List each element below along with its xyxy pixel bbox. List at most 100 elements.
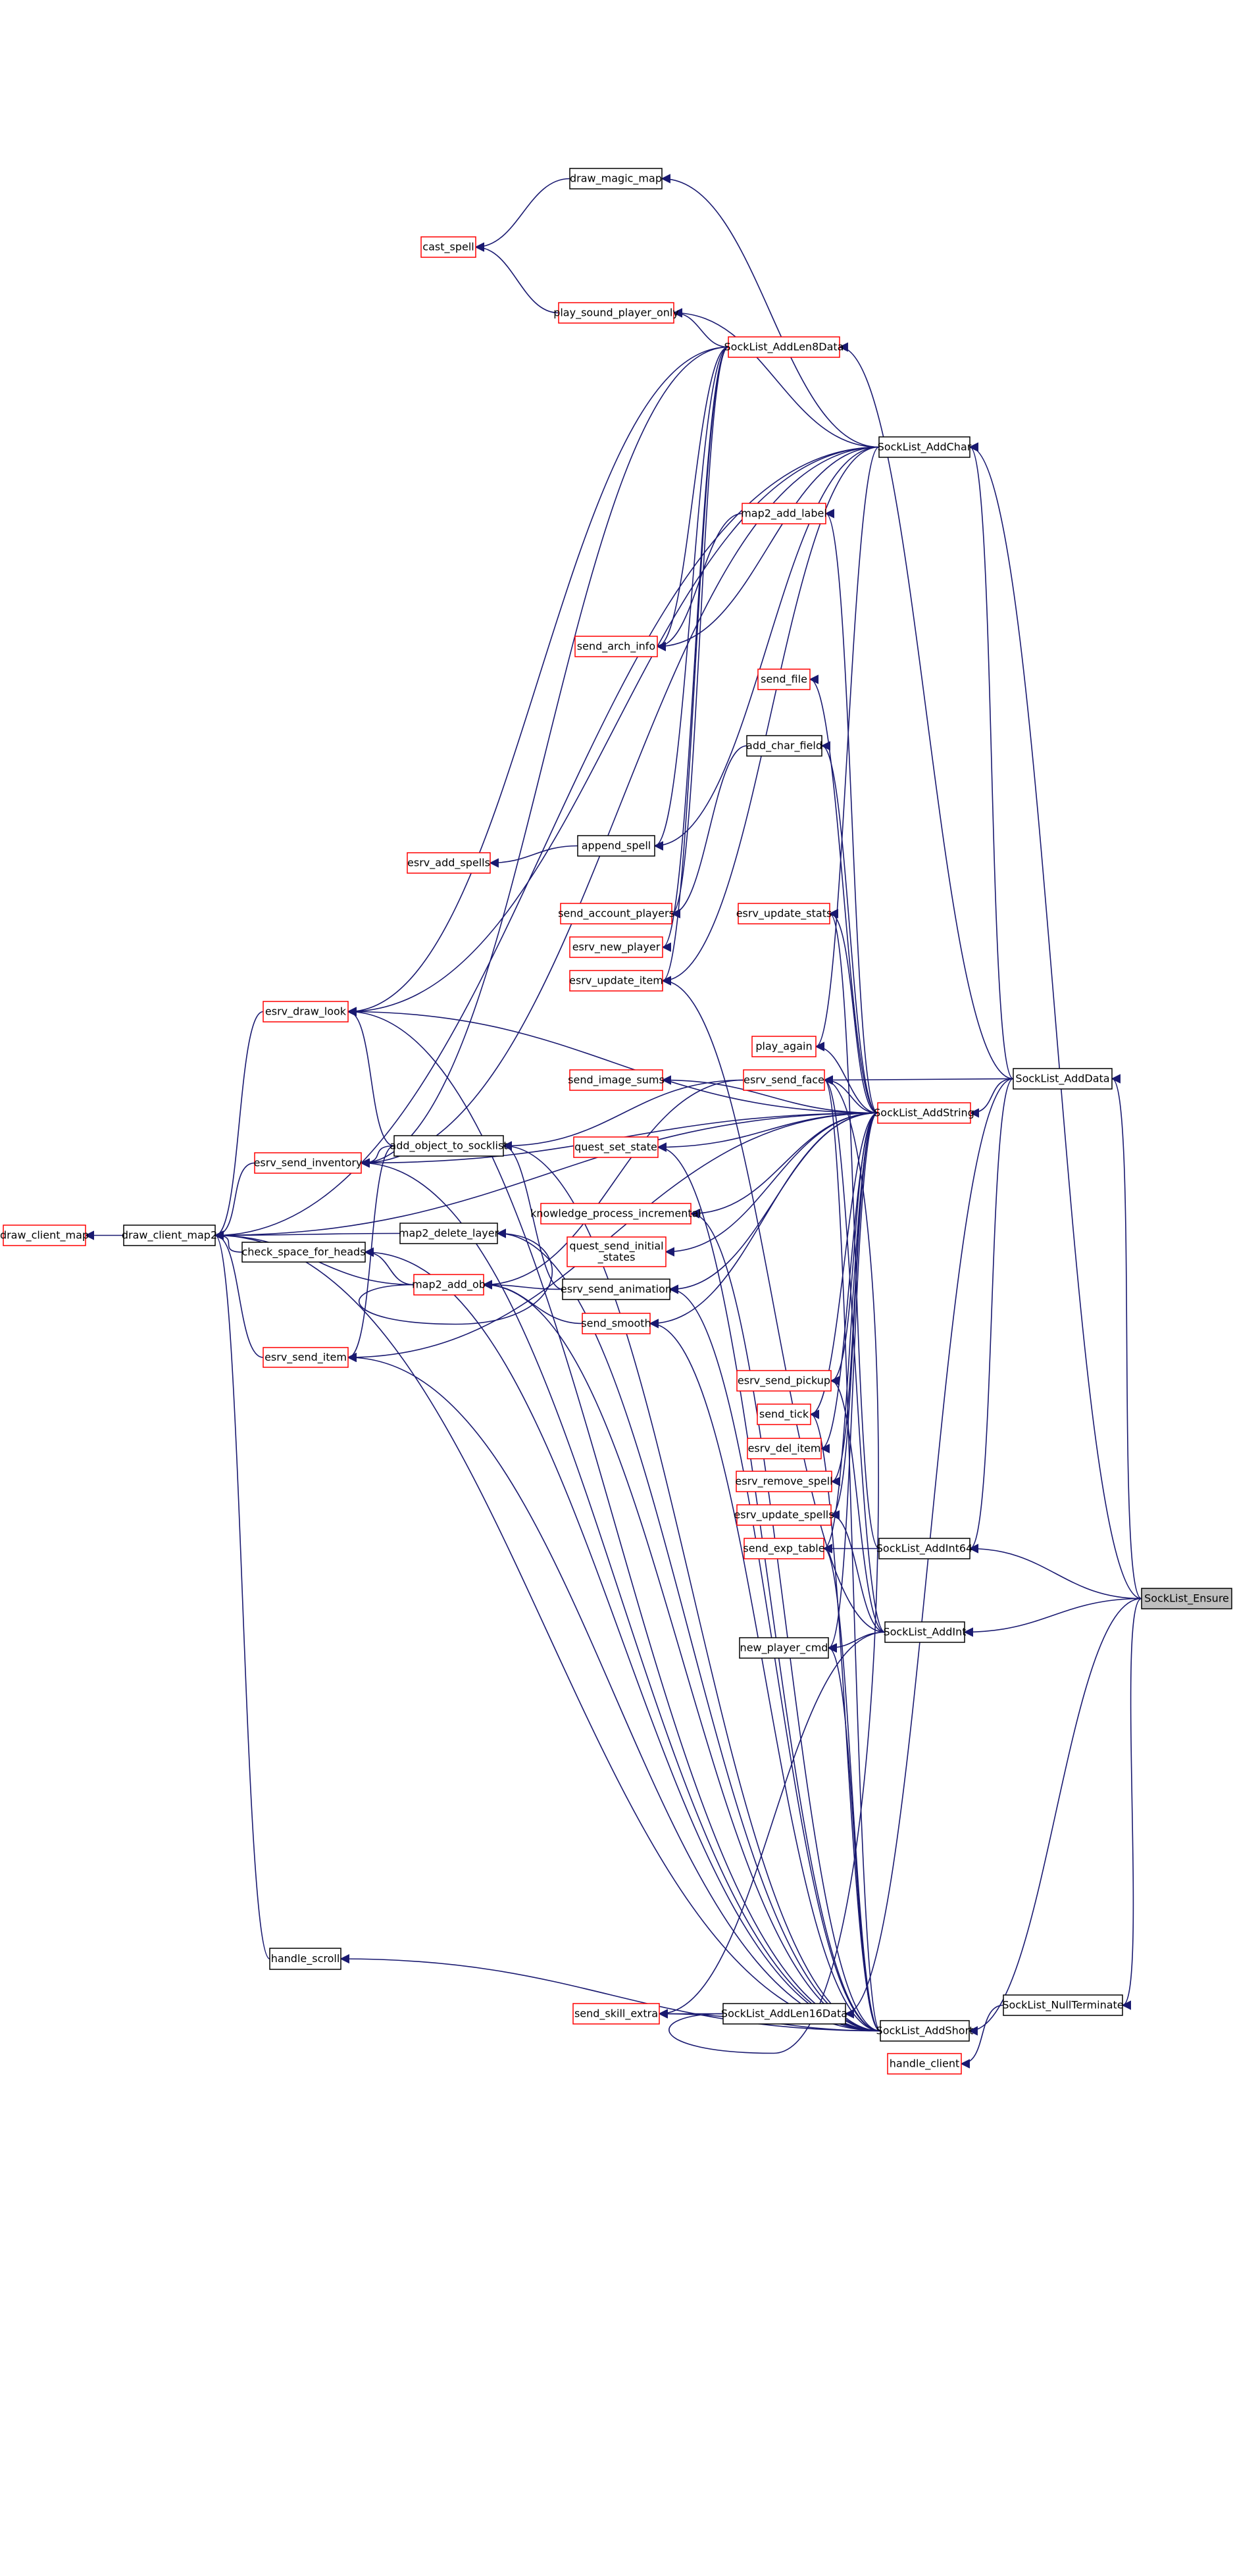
edge-SockList_AddData-to-SockList_AddLen8Data [838, 342, 1014, 1080]
edge-SockList_AddLen8Data-to-esrv_send_inventory [360, 346, 729, 1168]
edge-SockList_AddString-to-quest_set_state [657, 1112, 878, 1152]
node-send_file[interactable]: send_file [757, 669, 811, 690]
node-label: play_again [755, 1040, 812, 1053]
edge-SockList_Ensure-to-SockList_AddInt64 [969, 1544, 1142, 1600]
edge-SockList_AddLen8Data-to-play_sound_player_only [672, 308, 729, 348]
node-send_account_players[interactable]: send_account_players [558, 903, 674, 924]
node-box [757, 669, 811, 690]
node-SockList_AddString[interactable]: SockList_AddString [874, 1102, 974, 1124]
edge-SockList_AddString-to-esrv_remove_spell [830, 1112, 878, 1486]
node-esrv_update_stats[interactable]: esrv_update_stats [736, 903, 832, 924]
node-label: esrv_draw_look [265, 1005, 347, 1019]
node-send_skill_extra[interactable]: send_skill_extra [572, 2003, 660, 2025]
node-label: draw_client_map [0, 1229, 89, 1242]
node-SockList_AddLen8Data[interactable]: SockList_AddLen8Data [724, 336, 844, 358]
edge-SockList_AddShort-to-new_player_cmd [827, 1643, 881, 2032]
node-handle_client[interactable]: handle_client [887, 2053, 962, 2075]
node-box [540, 1203, 692, 1225]
node-label: esrv_send_face [744, 1074, 824, 1087]
node-map2_add_label[interactable]: map2_add_label [741, 503, 827, 524]
node-label: quest_set_state [574, 1141, 657, 1154]
edge-SockList_Ensure-to-SockList_AddData [1111, 1074, 1142, 1600]
node-label: SockList_AddData [1015, 1073, 1109, 1086]
edge-SockList_AddLen8Data-to-append_spell [653, 346, 729, 851]
node-send_exp_table[interactable]: send_exp_table [743, 1538, 825, 1559]
node-box [738, 903, 830, 924]
node-box [743, 1069, 825, 1091]
node-cast_spell[interactable]: cast_spell [420, 236, 476, 258]
node-box [878, 436, 970, 458]
edge-map2_add_label-to-send_arch_info [656, 513, 743, 651]
node-quest_set_state[interactable]: quest_set_state [573, 1136, 659, 1158]
node-send_smooth[interactable]: send_smooth [581, 1313, 651, 1334]
edge-SockList_AddShort-to-map2_add_ob [482, 1280, 881, 2032]
edge-SockList_AddShort-to-esrv_send_animation [668, 1284, 881, 2032]
edge-map2_add_ob-to-check_space_for_heads [364, 1247, 415, 1286]
edge-SockList_AddShort-to-esrv_send_inventory [360, 1158, 881, 2032]
edge-esrv_draw_look-to-draw_client_map2 [214, 1011, 264, 1240]
edge-SockList_AddLen8Data-to-esrv_update_item [661, 346, 729, 986]
edge-SockList_AddShort-to-check_space_for_heads [364, 1247, 881, 2032]
node-box [254, 1152, 362, 1174]
node-box [574, 636, 658, 657]
node-label: SockList_NullTerminate [1002, 1999, 1123, 2012]
node-label: check_space_for_heads [241, 1246, 365, 1259]
node-label: draw_magic_map [570, 172, 662, 186]
edge-SockList_Ensure-to-SockList_AddChar [969, 442, 1142, 1600]
node-send_tick[interactable]: send_tick [757, 1403, 811, 1425]
edge-SockList_AddLen8Data-to-send_arch_info [656, 346, 729, 651]
node-label: play_sound_player_only [553, 307, 679, 320]
edge-esrv_send_animation-to-map2_add_ob [482, 1280, 563, 1290]
node-label: handle_client [890, 2058, 959, 2071]
node-send_image_sums[interactable]: send_image_sums [568, 1069, 665, 1091]
node-esrv_send_inventory[interactable]: esrv_send_inventory [254, 1152, 363, 1174]
edge-SockList_AddData-to-esrv_send_face [823, 1075, 1014, 1085]
edge-SockList_AddString-to-esrv_update_stats [828, 909, 878, 1114]
node-map2_add_ob[interactable]: map2_add_ob [412, 1274, 486, 1296]
node-box [739, 1637, 829, 1659]
node-box [877, 1102, 971, 1124]
node-label: SockList_AddString [874, 1107, 974, 1120]
node-label: esrv_send_inventory [254, 1157, 363, 1170]
node-label: send_skill_extra [574, 2008, 658, 2021]
edge-SockList_AddString-to-quest_send_initial_states [665, 1112, 878, 1257]
edge-SockList_AddData-to-SockList_AddString [969, 1078, 1014, 1118]
node-label: map2_delete_layer [399, 1227, 499, 1240]
node-esrv_send_item[interactable]: esrv_send_item [263, 1347, 349, 1368]
node-send_arch_info[interactable]: send_arch_info [574, 636, 658, 657]
node-esrv_draw_look[interactable]: esrv_draw_look [263, 1001, 349, 1023]
node-esrv_update_spells[interactable]: esrv_update_spells [734, 1504, 834, 1526]
node-draw_client_map[interactable]: draw_client_map [0, 1225, 89, 1246]
node-esrv_update_item[interactable]: esrv_update_item [569, 970, 663, 992]
node-esrv_add_spells[interactable]: esrv_add_spells [407, 852, 491, 874]
edge-SockList_AddShort-to-draw_client_map2 [214, 1230, 881, 2032]
edge-SockList_AddInt-to-esrv_send_face [823, 1075, 886, 1633]
node-quest_send_initial_states[interactable]: quest_send_initial_states [567, 1236, 667, 1267]
node-check_space_for_heads: check_space_for_heads [241, 1242, 366, 1263]
node-label: SockList_AddChar [878, 441, 972, 454]
node-box [582, 1313, 651, 1334]
node-esrv_del_item[interactable]: esrv_del_item [747, 1438, 822, 1459]
node-play_again[interactable]: play_again [751, 1036, 817, 1057]
node-box [757, 1403, 811, 1425]
node-label: knowledge_process_incremental [530, 1207, 701, 1221]
node-add_object_to_socklist: add_object_to_socklist [390, 1135, 508, 1157]
node-esrv_new_player[interactable]: esrv_new_player [569, 936, 663, 958]
node-label: SockList_AddShort [876, 2025, 974, 2038]
node-esrv_send_face[interactable]: esrv_send_face [743, 1069, 825, 1091]
node-box [728, 336, 840, 358]
edge-SockList_AddChar-to-esrv_send_inventory [360, 446, 880, 1168]
node-knowledge_process_incremental[interactable]: knowledge_process_incremental [530, 1203, 701, 1225]
node-box [722, 2003, 846, 2025]
node-box [1003, 1994, 1123, 2016]
edge-SockList_AddString-to-send_exp_table [822, 1112, 878, 1553]
node-label: send_image_sums [568, 1074, 665, 1087]
node-play_sound_player_only[interactable]: play_sound_player_only [553, 302, 679, 324]
node-box [569, 970, 663, 992]
node-esrv_remove_spell[interactable]: esrv_remove_spell [735, 1471, 833, 1492]
edge-SockList_AddLen8Data-to-esrv_draw_look [347, 346, 729, 1017]
node-esrv_send_pickup[interactable]: esrv_send_pickup [736, 1370, 832, 1392]
node-box [569, 168, 663, 189]
